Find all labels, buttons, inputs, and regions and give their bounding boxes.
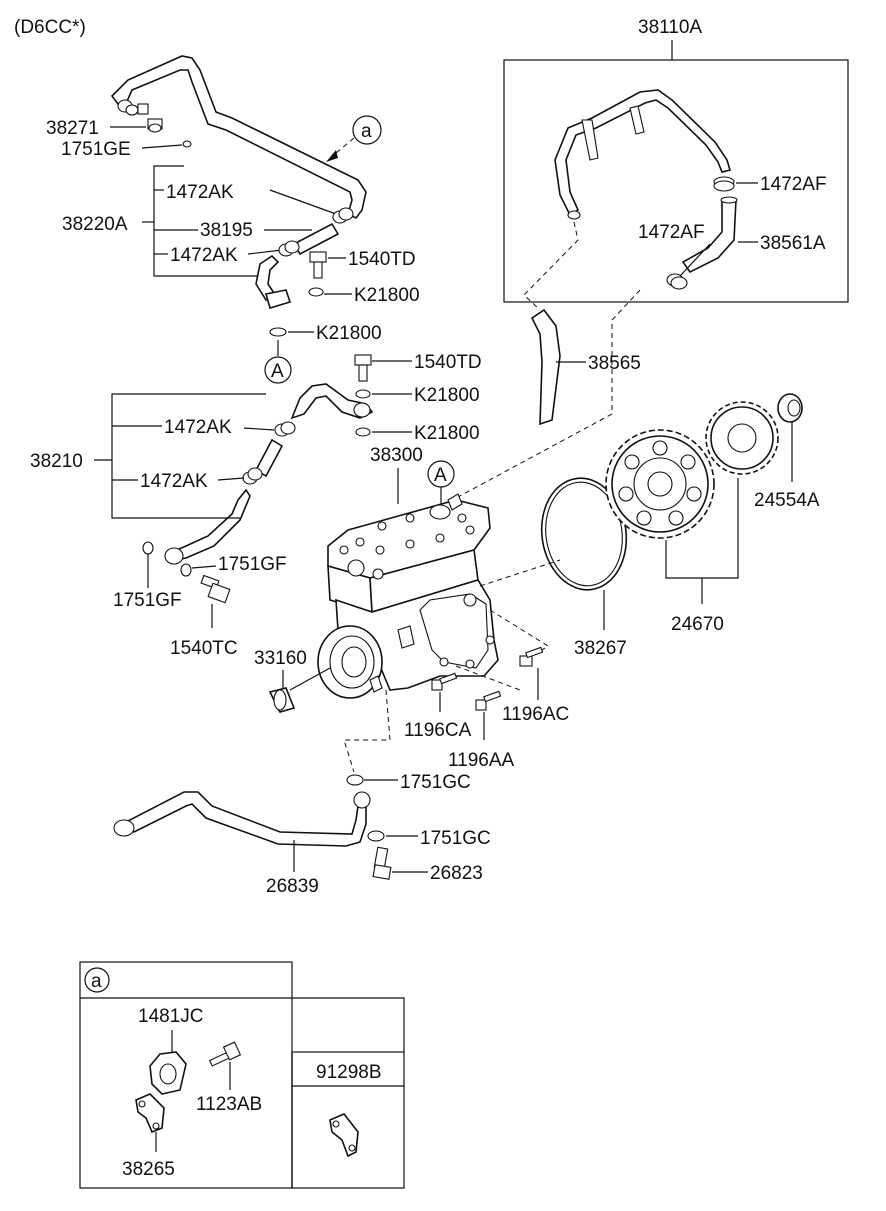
callout-A-1	[264, 356, 292, 384]
label-1472AF-b: 1472AF	[638, 222, 705, 243]
oring-1751GC-b	[367, 830, 385, 842]
label-91298B: 91298B	[316, 1062, 382, 1083]
pipe-38220A-lower	[255, 254, 292, 309]
label-1196AC: 1196AC	[502, 704, 569, 725]
detail-callout-a-text: a	[91, 971, 102, 992]
clamp-1472AF-upper	[713, 176, 735, 192]
label-24554A: 24554A	[754, 490, 820, 511]
clamp-1472AK-lower	[278, 240, 300, 257]
label-38110A: 38110A	[638, 17, 702, 38]
label-1472AK-a: 1472AK	[166, 182, 234, 203]
pipe-38210	[164, 383, 374, 565]
coupling-33160	[268, 687, 296, 713]
label-1751GE: 1751GE	[61, 139, 131, 160]
oring-1751GF-b	[180, 563, 192, 577]
bracket-38265	[135, 1093, 165, 1134]
label-K21800-a: K21800	[354, 285, 420, 306]
label-38561A: 38561A	[760, 233, 826, 254]
label-1751GF-a: 1751GF	[113, 590, 182, 611]
bolt-26823	[372, 846, 392, 880]
detail-box-a	[79, 961, 293, 1189]
label-24670: 24670	[671, 614, 724, 635]
bolt-1540TC	[200, 574, 231, 604]
gear-24670-small	[705, 401, 779, 475]
label-1540TC: 1540TC	[170, 638, 238, 659]
label-1472AK-b: 1472AK	[170, 245, 238, 266]
fitting-38271	[147, 118, 163, 133]
hose-38565	[530, 308, 561, 426]
callout-A-2-text: A	[434, 465, 447, 486]
clamp-1472AF-lower	[666, 273, 688, 290]
detail-callout-a	[84, 967, 110, 993]
label-1196CA: 1196CA	[404, 720, 472, 741]
gear-24670-large	[605, 429, 715, 539]
bolt-1196CA	[431, 672, 458, 691]
label-1540TD-a: 1540TD	[348, 249, 416, 270]
label-1481JC: 1481JC	[138, 1006, 204, 1027]
label-1472AK-c: 1472AK	[164, 417, 232, 438]
label-38220A: 38220A	[62, 214, 128, 235]
nut-24554A	[777, 393, 803, 423]
label-38210: 38210	[30, 451, 83, 472]
callout-a-text: a	[361, 121, 372, 142]
hose-38210	[254, 438, 284, 478]
label-1751GC-a: 1751GC	[400, 772, 471, 793]
pipe-38110A	[554, 89, 732, 220]
bolt-1196AA	[475, 690, 502, 711]
label-1196AA: 1196AA	[448, 750, 515, 771]
label-1472AF-a: 1472AF	[760, 174, 827, 195]
bolt-1196AC	[519, 646, 544, 667]
clamp-1472AK-d	[242, 467, 263, 485]
oring-1751GC-a	[346, 774, 364, 786]
label-38265: 38265	[122, 1159, 175, 1180]
label-26839: 26839	[266, 876, 319, 897]
callout-A-1-text: A	[271, 361, 284, 382]
clamp-1481JC	[149, 1051, 187, 1095]
bracket-91298B	[329, 1113, 359, 1158]
label-38565: 38565	[588, 353, 641, 374]
label-1540TD-b: 1540TD	[414, 352, 482, 373]
bolt-1540TD-b	[354, 354, 372, 382]
label-K21800-d: K21800	[414, 423, 480, 444]
model-label: (D6CC*)	[14, 17, 86, 38]
oring-1751GE	[182, 140, 192, 148]
label-K21800-c: K21800	[414, 385, 480, 406]
label-K21800-b: K21800	[316, 323, 382, 344]
washer-K21800-b	[269, 327, 287, 337]
washer-K21800-d	[355, 427, 371, 437]
label-38267: 38267	[574, 638, 627, 659]
label-38195: 38195	[200, 220, 253, 241]
hose-38561A	[681, 196, 738, 274]
label-33160: 33160	[254, 648, 307, 669]
bolt-1540TD-a	[309, 251, 327, 279]
pipe-38220A-upper	[110, 55, 367, 220]
label-26823: 26823	[430, 863, 483, 884]
label-1472AK-d: 1472AK	[140, 471, 208, 492]
callout-a	[352, 115, 382, 145]
label-1123AB: 1123AB	[196, 1094, 262, 1115]
washer-K21800-a	[308, 287, 324, 297]
label-38300: 38300	[370, 445, 423, 466]
oring-1751GF-a	[142, 541, 154, 555]
pipe-26839	[113, 791, 371, 847]
hose-38195	[292, 222, 340, 256]
label-1751GC-b: 1751GC	[420, 828, 491, 849]
label-1751GF-b: 1751GF	[218, 554, 287, 575]
washer-K21800-c	[355, 389, 371, 399]
bolt-1123AB	[208, 1041, 242, 1067]
compressor-38300	[317, 493, 499, 699]
assembly-box-38110A	[503, 59, 849, 303]
label-38271: 38271	[46, 118, 99, 139]
clamp-1472AK-upper	[332, 207, 354, 224]
clamp-1472AK-c	[274, 421, 296, 437]
